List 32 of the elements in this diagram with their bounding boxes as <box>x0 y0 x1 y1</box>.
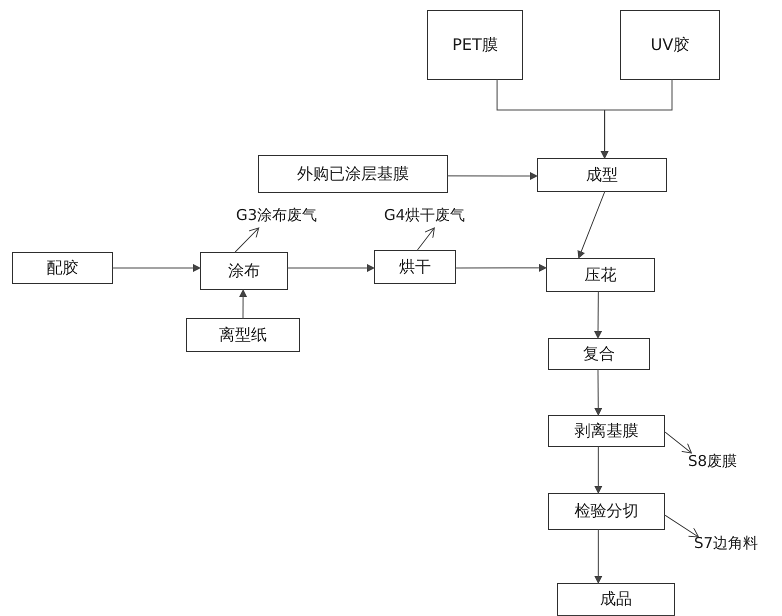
process-box: 剥离基膜 <box>548 415 665 447</box>
process-box: 复合 <box>548 338 650 370</box>
emission-label: S7边角料 <box>694 534 758 553</box>
arrow <box>234 228 260 252</box>
arrow <box>239 289 248 318</box>
arrow <box>578 192 606 259</box>
process-box: 离型纸 <box>186 318 300 352</box>
arrow <box>594 446 602 494</box>
arrow <box>594 370 602 416</box>
arrow <box>600 80 672 159</box>
emission-label: G4烘干废气 <box>384 206 466 225</box>
emission-label: S8废膜 <box>688 452 738 471</box>
process-box: 检验分切 <box>548 493 665 530</box>
process-box: 烘干 <box>374 250 456 284</box>
process-box: PET膜 <box>427 10 523 80</box>
process-box: 涂布 <box>200 252 288 290</box>
arrow <box>416 228 435 250</box>
process-box: UV胶 <box>620 10 720 80</box>
arrow <box>594 530 602 584</box>
process-box: 压花 <box>546 258 655 292</box>
arrow <box>448 172 538 180</box>
arrow <box>594 292 602 339</box>
arrow <box>288 264 375 272</box>
arrow <box>664 514 699 538</box>
process-box: 成型 <box>537 158 667 192</box>
process-box: 外购已涂层基膜 <box>258 155 448 193</box>
process-box: 配胶 <box>12 252 113 284</box>
arrow <box>664 431 692 454</box>
arrow <box>112 264 201 272</box>
process-box: 成品 <box>557 583 675 616</box>
emission-label: G3涂布废气 <box>236 206 318 225</box>
arrow <box>456 264 547 272</box>
